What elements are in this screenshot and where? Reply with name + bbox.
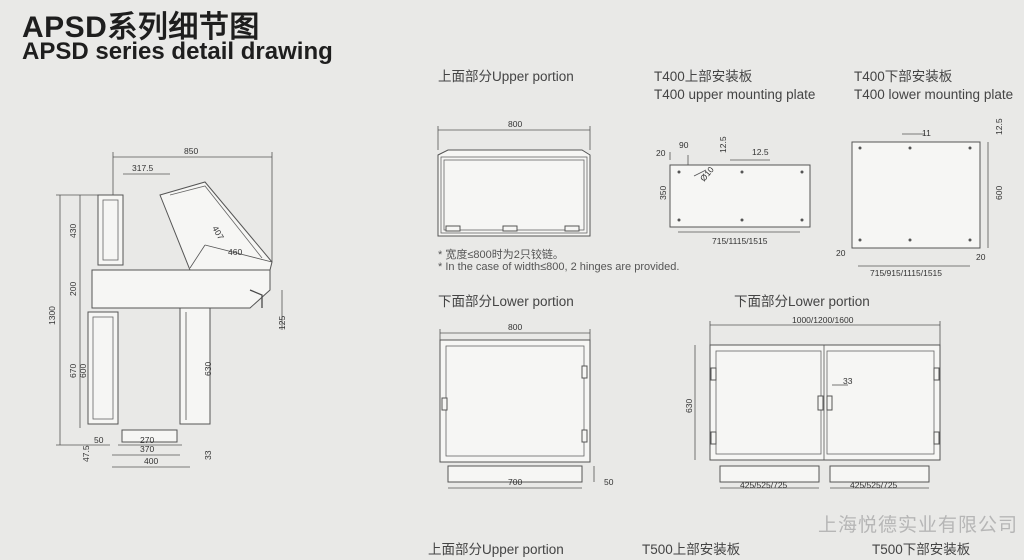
dim-side-475: 47.5 [81, 445, 91, 462]
dim-lower2-33: 33 [843, 376, 853, 386]
dim-lower1-700: 700 [508, 477, 522, 487]
label-t400-lower-en: T400 lower mounting plate [854, 87, 1014, 102]
dim-t400l-width: 715/915/1115/1515 [870, 268, 942, 278]
dim-side-370: 370 [140, 444, 154, 454]
label-t400-upper-cn: T400上部安装板 [654, 69, 753, 84]
dim-lower2-b: 425/525/725 [850, 480, 898, 490]
t400-upper-plate-drawing: 90 20 12.5 12.5 Ø10 350 715/1115/1515 [656, 136, 811, 246]
dim-side-50: 50 [94, 435, 104, 445]
dim-t400u-20: 20 [656, 148, 666, 158]
lower-portion-2-drawing: 1000/1200/1600 33 630 425/525/725 425/52… [684, 315, 941, 490]
dim-t400l-600: 600 [994, 186, 1004, 200]
hinge-1 [445, 225, 461, 232]
dim-side-400: 400 [144, 456, 158, 466]
label-bottom-t500-cut: T500下部安装板 [872, 542, 971, 557]
dim-t400u-90: 90 [679, 140, 689, 150]
dim-side-270: 270 [140, 435, 154, 445]
page-title-en: APSD series detail drawing [22, 38, 333, 65]
dim-side-317: 317.5 [132, 163, 154, 173]
dim-t400l-20b: 20 [976, 252, 986, 262]
label-lower-portion-1: 下面部分Lower portion [438, 294, 574, 309]
dim-lower1-50: 50 [604, 477, 614, 487]
dim-t400u-350: 350 [658, 186, 668, 200]
upper-portion-drawing: 800 [437, 119, 591, 237]
dim-t400u-125: 12.5 [718, 136, 728, 153]
hinge-3 [564, 225, 580, 232]
label-bottom-t500: T500上部安装板 [642, 542, 741, 557]
dim-t400l-125: 12.5 [994, 118, 1004, 135]
dim-side-630: 630 [203, 362, 213, 376]
dim-side-460: 460 [228, 247, 242, 257]
label-t400-upper-en: T400 upper mounting plate [654, 87, 816, 102]
dim-side-1300: 1300 [47, 306, 57, 325]
company-watermark: 上海悦德实业有限公司 [817, 514, 1018, 536]
side-view-drawing: 850 317.5 1300 430 200 670 600 525 350 5… [47, 146, 287, 468]
hinge-note-cn: * 宽度≤800时为2只铰链。 [438, 249, 564, 261]
dim-lower2-a: 425/525/725 [740, 480, 788, 490]
page-title-cn: APSD系列细节图 [22, 11, 260, 44]
dim-side-600: 600 [78, 364, 88, 378]
t400-lower-plate-drawing: 11 12.5 600 20 20 715/915/1115/1515 [836, 118, 1004, 278]
dim-t400l-20a: 20 [836, 248, 846, 258]
dim-lower2-width: 1000/1200/1600 [792, 315, 854, 325]
label-lower-portion-2: 下面部分Lower portion [734, 294, 870, 309]
dim-side-670: 670 [68, 364, 78, 378]
dim-t400u-125b: 12.5 [752, 147, 769, 157]
dim-side-125: 125 [277, 316, 287, 330]
dim-lower1-width: 800 [508, 322, 522, 332]
hinge-note-en: * In the case of width≤800, 2 hinges are… [438, 261, 680, 273]
dim-upper-width: 800 [508, 119, 522, 129]
label-t400-lower-cn: T400下部安装板 [854, 69, 953, 84]
dim-lower2-630: 630 [684, 399, 694, 413]
dim-t400u-width: 715/1115/1515 [712, 236, 768, 246]
dim-side-430: 430 [68, 224, 78, 238]
hinge-2 [502, 225, 518, 232]
label-upper-portion: 上面部分Upper portion [438, 69, 574, 84]
dim-t400l-11: 11 [922, 128, 931, 138]
dim-side-33: 33 [203, 450, 213, 460]
dim-side-200: 200 [68, 282, 78, 296]
label-bottom-upper-portion: 上面部分Upper portion [428, 542, 564, 557]
dim-side-850: 850 [184, 146, 198, 156]
lower-portion-1-drawing: 800 700 50 [439, 322, 614, 489]
